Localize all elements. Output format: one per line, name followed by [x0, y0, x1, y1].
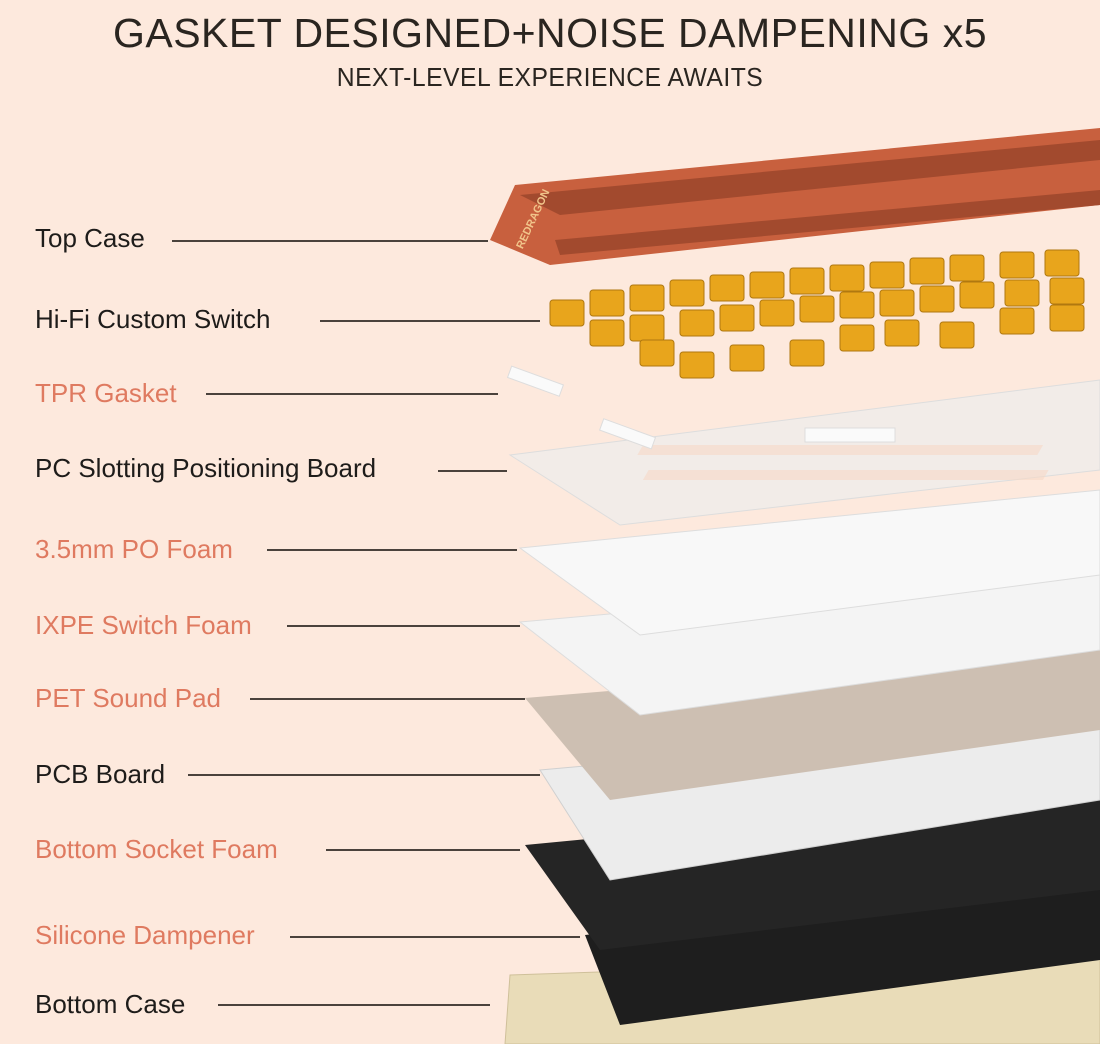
leader-line	[287, 625, 520, 627]
leader-line	[172, 240, 488, 242]
leader-line	[250, 698, 525, 700]
leader-line	[267, 549, 517, 551]
leader-line	[438, 470, 507, 472]
label-bottom-socket-foam: Bottom Socket Foam	[35, 834, 278, 864]
leader-line	[188, 774, 540, 776]
label-pet-sound-pad: PET Sound Pad	[35, 683, 221, 713]
switch-array	[549, 249, 1085, 379]
label-silicone-dampener: Silicone Dampener	[35, 920, 255, 950]
leader-line	[320, 320, 540, 322]
label-pcb-board: PCB Board	[35, 759, 166, 789]
label-bottom-case: Bottom Case	[35, 989, 186, 1019]
leader-line	[326, 849, 520, 851]
label-top-case: Top Case	[35, 223, 145, 253]
tpr-gasket-piece	[506, 365, 565, 397]
leader-line	[206, 393, 498, 395]
leader-line	[218, 1004, 490, 1006]
po-foam-layer	[518, 489, 1100, 636]
headline: GASKET DESIGNED+NOISE DAMPENING x5	[112, 10, 988, 56]
label-po-foam: 3.5mm PO Foam	[35, 534, 233, 564]
label-tpr-gasket: TPR Gasket	[35, 378, 177, 408]
leader-line	[290, 936, 580, 938]
label-ixpe-switch-foam: IXPE Switch Foam	[35, 610, 252, 640]
label-hifi-custom-switch: Hi-Fi Custom Switch	[35, 304, 271, 334]
tpr-gasket-piece	[804, 427, 896, 443]
subheadline: NEXT-LEVEL EXPERIENCE AWAITS	[336, 62, 764, 92]
label-pc-slotting-positioning-board: PC Slotting Positioning Board	[35, 453, 377, 483]
bottom-socket-foam-layer	[525, 790, 1100, 950]
silicone-dampener-layer	[585, 880, 1100, 1025]
top-case-layer: REDRAGON	[490, 128, 1100, 265]
tpr-gasket-piece	[598, 418, 657, 450]
plate-cutouts	[637, 445, 1049, 480]
